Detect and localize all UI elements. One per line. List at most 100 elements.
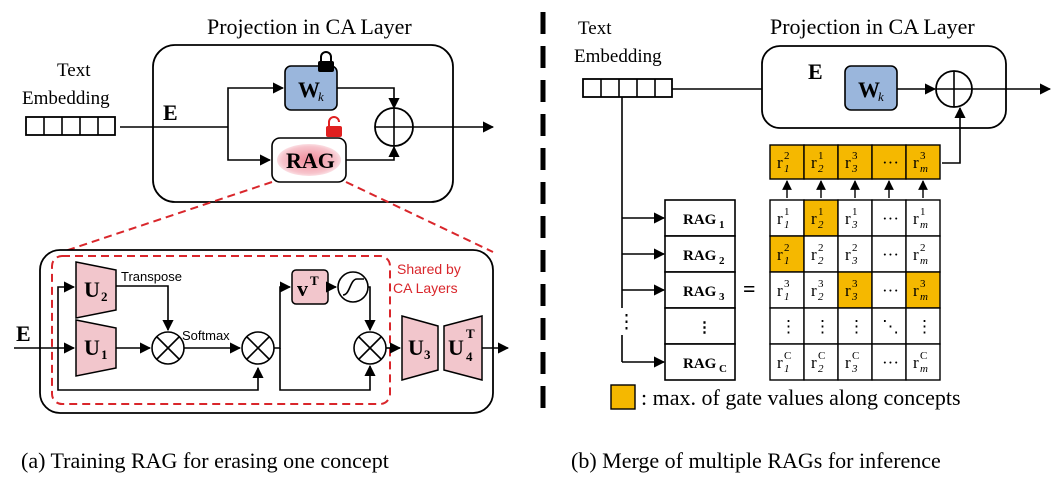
panel-a-embedding-label: Embedding bbox=[22, 88, 110, 109]
cell-sup: 3 bbox=[784, 278, 790, 290]
cell-sup: 3 bbox=[920, 150, 926, 162]
cell-sup: 3 bbox=[852, 278, 858, 290]
cell-sup: 2 bbox=[818, 242, 824, 254]
panel-a-shared-label-2: CA Layers bbox=[393, 280, 458, 296]
cell-text: r bbox=[913, 153, 919, 172]
panel-a-v-label: v bbox=[297, 276, 308, 301]
panel-b-e-label: E bbox=[808, 59, 823, 84]
cell-sub: 3 bbox=[851, 363, 858, 375]
panel-b-caption: (b) Merge of multiple RAGs for inference bbox=[571, 448, 941, 473]
panel-a-u2-label: U bbox=[84, 277, 100, 302]
cell-sub: 3 bbox=[851, 219, 858, 231]
cell-sub: m bbox=[920, 163, 928, 175]
panel-a-shared-label-1: Shared by bbox=[397, 261, 461, 277]
panel-a-wk-label: W bbox=[298, 77, 320, 102]
matrix-cell bbox=[803, 343, 839, 381]
cell-text: ··· bbox=[882, 245, 899, 264]
matrix-cell bbox=[871, 271, 907, 309]
cell-text: ⋮ bbox=[848, 317, 865, 336]
rag-name: RAG bbox=[683, 356, 717, 372]
cell-sup: 1 bbox=[852, 206, 858, 218]
cell-sup: C bbox=[818, 350, 825, 362]
panel-a-text-label: Text bbox=[57, 60, 91, 81]
panel-b-text-label: Text bbox=[578, 18, 612, 39]
sigmoid-icon bbox=[337, 271, 369, 303]
panel-b: Projection in CA Layer Text Embedding E … bbox=[571, 14, 1052, 473]
cell-sub: 2 bbox=[818, 363, 824, 375]
matrix-cell bbox=[769, 307, 805, 345]
panel-b-embedding-label: Embedding bbox=[574, 46, 662, 67]
panel-a-rag-detail-box bbox=[39, 249, 494, 414]
panel-a-u1-block: U 1 bbox=[75, 319, 117, 377]
rag-name: RAG bbox=[683, 212, 717, 228]
cell-sub: 1 bbox=[784, 255, 790, 267]
matrix-cell bbox=[905, 199, 941, 237]
panel-a-multiply-icon-2 bbox=[241, 331, 275, 365]
cell-sup: 2 bbox=[784, 150, 790, 162]
panel-a-shared-region bbox=[51, 255, 391, 405]
panel-a-u1-sub: 1 bbox=[101, 347, 108, 362]
panel-a-wk-sub: k bbox=[318, 89, 324, 104]
cell-sub: 1 bbox=[784, 291, 790, 303]
panel-a-u2-sub: 2 bbox=[101, 289, 108, 304]
cell-text: r bbox=[845, 281, 851, 300]
lock-icon bbox=[318, 51, 334, 72]
panel-a-u3-sub: 3 bbox=[424, 347, 431, 362]
panel-a: Projection in CA Layer Text Embedding E … bbox=[14, 14, 510, 473]
cell-sup: 3 bbox=[920, 278, 926, 290]
cell-text: ··· bbox=[882, 153, 899, 172]
panel-b-wk-label: W bbox=[858, 77, 880, 102]
panel-b-legend: : max. of gate values along concepts bbox=[641, 385, 961, 410]
cell-text: r bbox=[777, 153, 783, 172]
cell-text: r bbox=[811, 353, 817, 372]
panel-a-caption: (a) Training RAG for erasing one concept bbox=[21, 448, 389, 473]
panel-a-softmax-label: Softmax bbox=[182, 328, 230, 343]
cell-sub: 2 bbox=[818, 291, 824, 303]
cell-text: r bbox=[913, 245, 919, 264]
cell-text: r bbox=[811, 245, 817, 264]
matrix-cell bbox=[803, 271, 839, 309]
matrix-cell bbox=[905, 271, 941, 309]
panel-b-token-embedding bbox=[582, 78, 673, 98]
matrix-cell bbox=[871, 235, 907, 273]
panel-b-wk-box bbox=[844, 65, 898, 111]
cell-text: r bbox=[811, 209, 817, 228]
cell-text: r bbox=[811, 153, 817, 172]
cell-sup: 1 bbox=[784, 206, 790, 218]
panel-a-e-label: E bbox=[163, 100, 178, 125]
cell-sub: m bbox=[920, 219, 928, 231]
cell-sub: 1 bbox=[784, 163, 790, 175]
panel-b-title: Projection in CA Layer bbox=[770, 14, 975, 39]
matrix-cell bbox=[769, 235, 805, 273]
cell-text: ⋮ bbox=[916, 317, 933, 336]
rag-row bbox=[664, 199, 736, 237]
panel-a-rag-label: RAG bbox=[286, 148, 335, 173]
cell-text: ⋱ bbox=[882, 317, 899, 336]
panel-a-u2-block: U 2 bbox=[75, 261, 117, 319]
cell-sup: 1 bbox=[818, 150, 824, 162]
cell-sub: 1 bbox=[784, 363, 790, 375]
panel-a-u4-sub: 4 bbox=[466, 349, 473, 364]
cell-sub: 2 bbox=[818, 163, 824, 175]
cell-sup: 2 bbox=[784, 242, 790, 254]
cell-sub: 2 bbox=[818, 219, 824, 231]
panel-a-detail-e-label: E bbox=[16, 321, 31, 346]
panel-a-token-embedding bbox=[25, 116, 116, 136]
panel-a-multiply-icon-3 bbox=[353, 331, 387, 365]
max-cell bbox=[803, 144, 839, 180]
cell-text: r bbox=[777, 245, 783, 264]
cell-sup: C bbox=[852, 350, 859, 362]
cell-text: r bbox=[777, 209, 783, 228]
cell-text: r bbox=[811, 281, 817, 300]
cell-sub: m bbox=[920, 363, 928, 375]
max-cell bbox=[905, 144, 941, 180]
cell-text: ··· bbox=[882, 209, 899, 228]
panel-a-vt-block: v T bbox=[291, 269, 329, 305]
matrix-cell bbox=[837, 343, 873, 381]
cell-text: r bbox=[913, 281, 919, 300]
max-cell bbox=[871, 144, 907, 180]
